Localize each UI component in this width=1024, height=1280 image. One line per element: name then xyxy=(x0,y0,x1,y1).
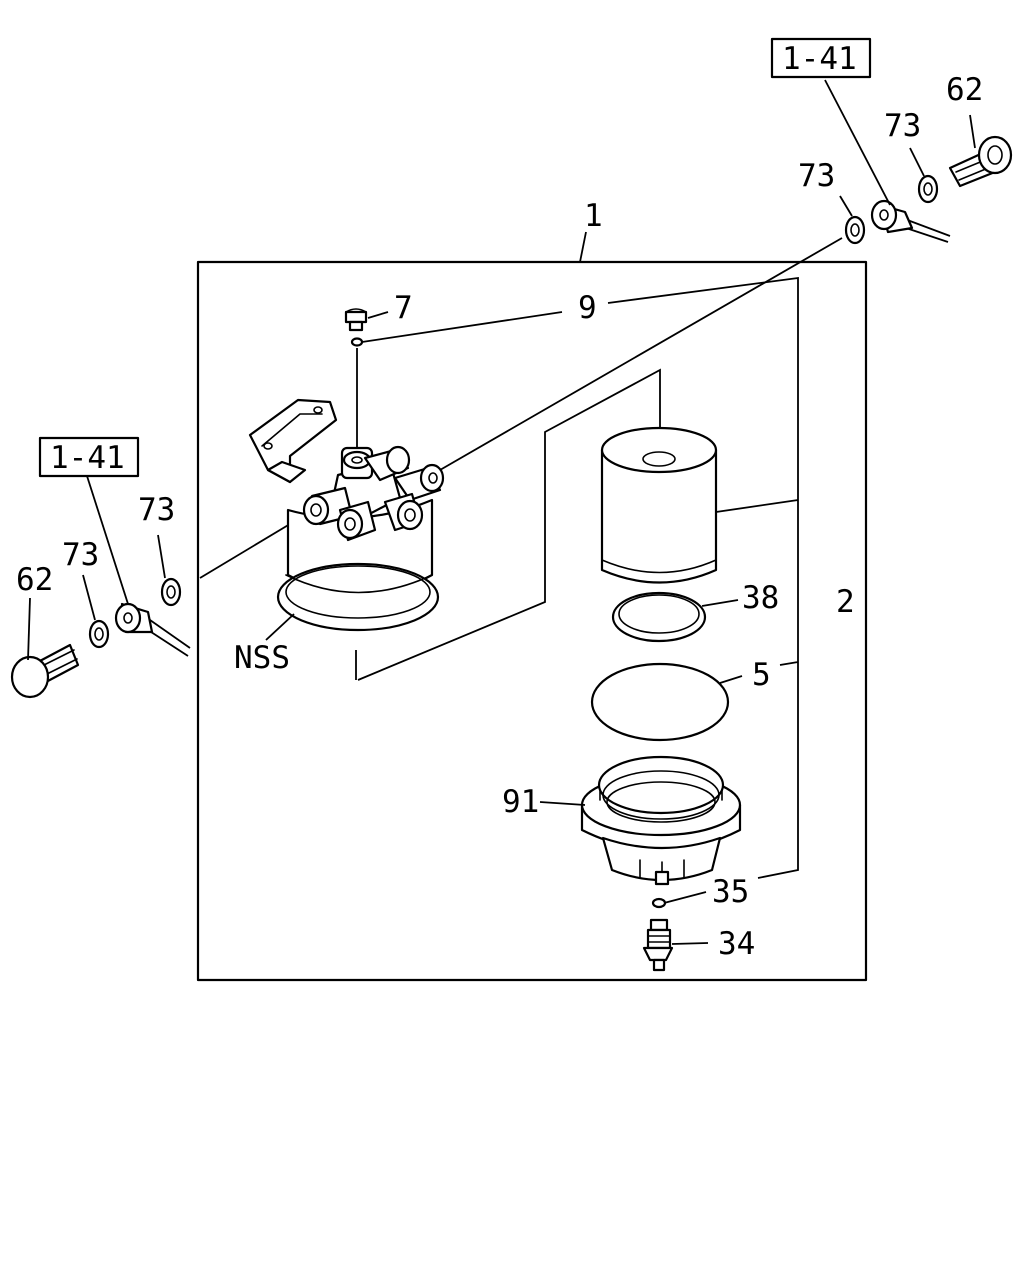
filter-head xyxy=(248,398,445,632)
washer-left-1 xyxy=(160,577,182,607)
label-o-ring-9: 9 xyxy=(578,290,597,326)
label-plug: 7 xyxy=(394,290,413,326)
label-bolt-tr: 62 xyxy=(946,72,983,108)
banjo-fitting-left xyxy=(114,602,191,657)
washer-right-2-hole xyxy=(923,182,933,196)
label-washer-l-b: 73 xyxy=(62,537,99,573)
washer-right-1 xyxy=(844,215,866,245)
label-bowl-91: 91 xyxy=(502,784,539,820)
label-drain-34: 34 xyxy=(718,926,755,962)
label-washer-tr-b: 73 xyxy=(884,108,921,144)
label-o-ring-35: 35 xyxy=(712,874,749,910)
o-ring-small-top xyxy=(350,337,364,347)
label-o-ring-5: 5 xyxy=(752,657,771,693)
assembly-guide-line xyxy=(355,368,661,681)
filter-element xyxy=(600,426,718,584)
washer-right-1-hole xyxy=(850,223,860,237)
label-ring-38: 38 xyxy=(742,580,779,616)
o-ring-5 xyxy=(590,662,730,742)
banjo-bolt-right xyxy=(948,135,1013,188)
washer-right-2 xyxy=(917,174,939,204)
bowl-91 xyxy=(580,755,742,886)
banjo-fitting-right xyxy=(870,199,951,243)
washer-left-2-hole xyxy=(94,627,104,641)
o-ring-35 xyxy=(651,897,667,909)
plug-part xyxy=(344,308,368,332)
assembly-boundary-box xyxy=(196,260,868,982)
element-kit-bracket xyxy=(607,276,799,879)
label-washer-l-a: 73 xyxy=(138,492,175,528)
fuel-line-right xyxy=(439,237,843,471)
ref-box-left: 1-41 xyxy=(50,440,125,476)
label-washer-tr-a: 73 xyxy=(798,158,835,194)
drain-plug-34 xyxy=(642,918,674,972)
label-head: NSS xyxy=(234,640,290,676)
ref-box-top: 1-41 xyxy=(782,41,857,77)
washer-left-1-hole xyxy=(166,585,176,599)
label-assembly: 1 xyxy=(584,198,603,234)
leader-lines xyxy=(27,79,976,945)
label-bolt-l: 62 xyxy=(16,562,53,598)
label-element-kit: 2 xyxy=(836,584,855,620)
ring-38 xyxy=(611,591,707,643)
ref-box-top-frame xyxy=(770,37,872,79)
washer-left-2 xyxy=(88,619,110,649)
ref-box-left-frame xyxy=(38,436,140,478)
banjo-bolt-left xyxy=(10,643,80,699)
